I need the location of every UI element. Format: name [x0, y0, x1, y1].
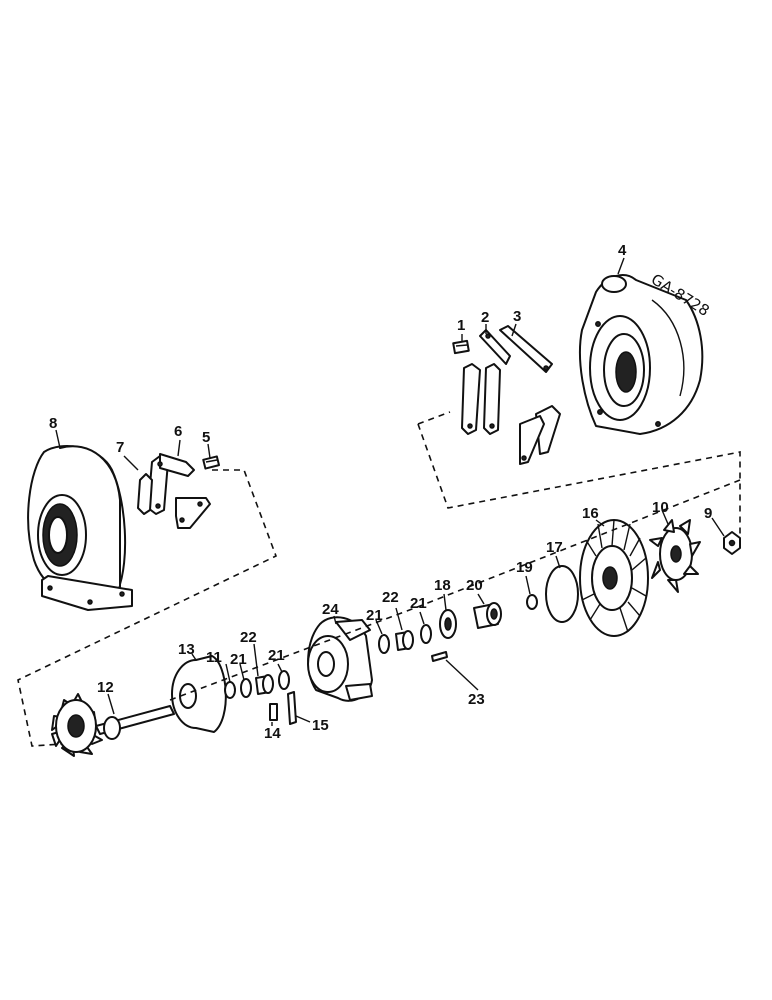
- callout-labels: 1 2 3 4 5 6 7 8 9 10 11 12 13 14 15 16 1…: [49, 242, 712, 742]
- callout-21-lower-a: 21: [230, 651, 247, 668]
- pin-part-14: [269, 703, 278, 721]
- callout-13: 13: [178, 641, 195, 658]
- ring-part-21-upper-b: [420, 624, 432, 644]
- callout-11: 11: [206, 649, 222, 666]
- callout-16: 16: [582, 505, 599, 522]
- callout-21-upper-a: 21: [366, 607, 383, 624]
- callout-22-upper: 22: [382, 589, 399, 606]
- thrust-bearing-part-20: [473, 602, 502, 629]
- bolt-part-1: [452, 339, 470, 355]
- o-ring-part-17: [545, 565, 579, 623]
- callout-21-lower-b: 21: [268, 647, 285, 664]
- compressor-housing-part-4: [579, 274, 704, 435]
- lock-plates-part-2-3: [461, 325, 561, 465]
- callout-7: 7: [116, 439, 124, 456]
- compressor-backplate-part-16: [579, 519, 649, 637]
- callout-3: 3: [513, 308, 521, 325]
- callout-18: 18: [434, 577, 451, 594]
- nut-part-9: [723, 531, 741, 555]
- callout-15: 15: [312, 717, 329, 734]
- callout-4: 4: [618, 242, 627, 259]
- callout-10: 10: [652, 499, 669, 516]
- ring-part-21-lower-b: [278, 670, 290, 690]
- bearing-part-22-lower: [255, 674, 274, 695]
- ring-part-19: [526, 594, 538, 610]
- clamp-plates-part-6-7: [137, 453, 211, 529]
- shaft-and-turbine-wheel-part-12: [51, 693, 175, 757]
- ring-part-21-upper-a: [378, 634, 390, 654]
- assembly-lines: [17, 411, 741, 747]
- callout-19: 19: [516, 559, 533, 576]
- callout-1: 1: [457, 317, 465, 334]
- callout-20: 20: [466, 577, 483, 594]
- callout-6: 6: [174, 423, 182, 440]
- compressor-wheel-part-10: [649, 519, 701, 593]
- bearing-part-22-upper: [395, 630, 414, 651]
- callout-14: 14: [264, 725, 281, 742]
- screw-part-23: [431, 651, 448, 662]
- callout-24: 24: [322, 601, 339, 618]
- callout-9: 9: [704, 505, 712, 522]
- callout-5: 5: [202, 429, 210, 446]
- callout-22-lower: 22: [240, 629, 257, 646]
- callout-12: 12: [97, 679, 114, 696]
- plate-part-15: [287, 691, 297, 725]
- callout-21-upper-b: 21: [410, 595, 427, 612]
- ring-part-21-lower-a: [240, 678, 252, 698]
- heat-shield-part-13: [171, 655, 227, 733]
- bolt-part-5: [202, 455, 221, 470]
- callout-23: 23: [468, 691, 485, 708]
- leader-lines: [55, 257, 725, 726]
- turbine-housing-part-8: [27, 445, 133, 611]
- ring-part-11: [224, 681, 236, 699]
- callout-2: 2: [481, 309, 489, 326]
- thrust-collar-part-18: [439, 609, 457, 639]
- callout-8: 8: [49, 415, 57, 432]
- callout-17: 17: [546, 539, 563, 556]
- center-housing-part-24: [307, 616, 373, 702]
